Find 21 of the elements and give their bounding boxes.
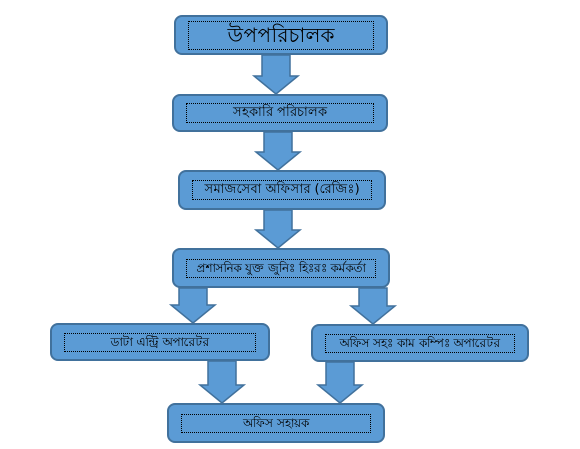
block-arrow (254, 131, 302, 171)
block-arrow (252, 54, 300, 95)
block-arrow (254, 209, 302, 249)
block-arrow (348, 287, 398, 325)
process-box (50, 323, 270, 361)
node-label: উপপরিচালক (188, 20, 374, 50)
block-arrow (168, 287, 218, 324)
node-label: অফিস সহঃ কাম কম্পিঃ অপারেটর (325, 334, 515, 352)
node-label: সমাজসেবা অফিসার (রেজিঃ) (192, 180, 372, 200)
node-label: প্রশাসনিক যুক্ত জুনিঃ হিঃরঃ কর্মকর্তা (186, 258, 376, 278)
block-arrow (316, 361, 364, 404)
process-box (172, 248, 390, 288)
process-box (178, 170, 386, 210)
process-box (172, 94, 388, 132)
process-box (311, 324, 529, 362)
node-label: সহকারি পরিচালক (186, 102, 374, 124)
block-arrow (198, 360, 246, 404)
process-box (167, 403, 385, 443)
node-label: অফিস সহায়ক (181, 414, 371, 432)
node-label: ডাটা এন্ট্রি অপারেটর (64, 332, 256, 352)
process-box (174, 15, 388, 55)
